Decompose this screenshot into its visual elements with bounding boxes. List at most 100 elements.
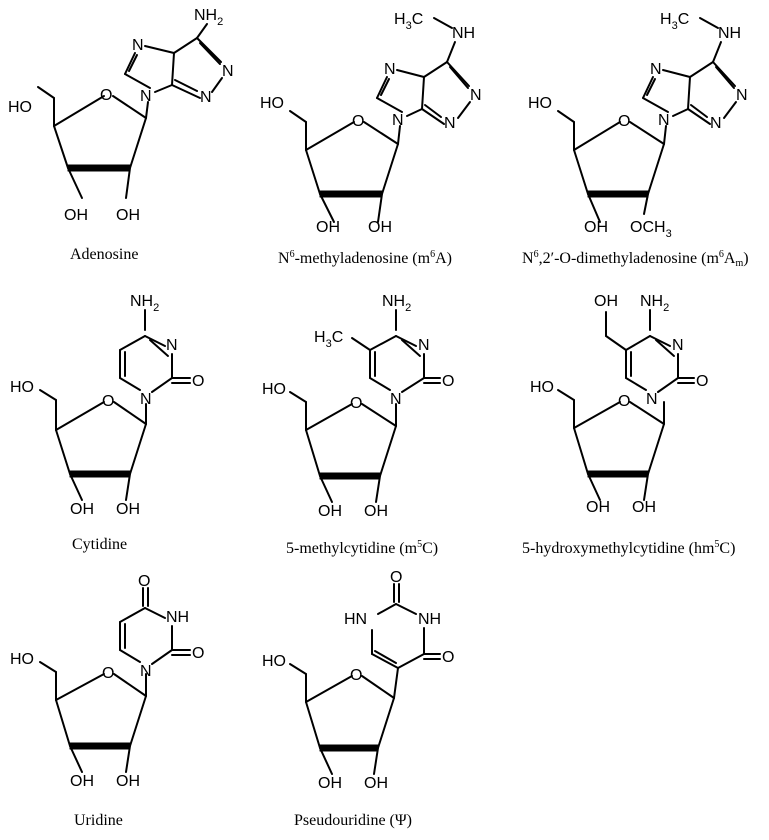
c3-oh-bond (319, 747, 333, 775)
n3-label: N (710, 115, 722, 132)
oh3-label: OH (70, 501, 94, 518)
ho5-label: HO (528, 95, 552, 112)
cytidine-label: Cytidine (72, 536, 127, 554)
caption-part: C) (422, 540, 439, 557)
carbonyl4-label: O (442, 649, 454, 666)
caption-part: N (522, 250, 534, 267)
amine-label: NH2 (130, 293, 159, 314)
bond (154, 84, 173, 93)
ribose-bond (647, 423, 665, 475)
bond (699, 17, 719, 29)
ho5-label: HO (262, 653, 286, 670)
oh3-label: OH (586, 499, 610, 516)
bond (649, 335, 671, 347)
bond (421, 76, 425, 110)
c2-och3-bond (643, 193, 649, 215)
bond (119, 335, 146, 351)
amine-label: NH (718, 25, 741, 42)
hn1-label: HN (344, 611, 367, 628)
caption-part: ,2′-O-dimethyladenosine (m (538, 250, 719, 267)
ring-oxygen-label: O (352, 113, 364, 130)
bond (196, 23, 208, 39)
bond (423, 61, 448, 78)
bond (690, 104, 708, 118)
bond (689, 61, 714, 78)
bond (173, 37, 198, 54)
bond (380, 78, 390, 96)
amine-label: NH2 (194, 7, 223, 28)
ribose-bond (55, 699, 71, 747)
c3-oh-bond (67, 167, 83, 199)
c2-oh-bond (125, 745, 131, 773)
ribose-bond (381, 143, 399, 195)
bond (376, 76, 388, 99)
ho5-label: HO (8, 99, 32, 116)
ho5-label: HO (260, 95, 284, 112)
bond (119, 649, 141, 663)
ring-oxygen-label: O (102, 665, 114, 682)
ribose-bond (113, 673, 147, 697)
glycosidic-bond (663, 125, 667, 145)
ring-oxygen-label: O (618, 113, 630, 130)
oh2-label: OH (364, 503, 388, 520)
m6a-label: N6-methyladenosine (m6A) (278, 246, 452, 268)
bond (712, 61, 736, 87)
caption-part: Cytidine (72, 536, 128, 553)
amine-label: NH (452, 25, 475, 42)
n9-label: N (392, 112, 404, 129)
n1-label: N (140, 663, 152, 680)
n3-label: N (444, 115, 456, 132)
carbonyl4-label: O (138, 573, 150, 590)
caption-part: ) (743, 250, 749, 267)
och3-label: OCH3 (630, 219, 672, 240)
bond (672, 108, 689, 117)
bond (401, 377, 425, 393)
ring-oxygen-label: O (618, 393, 630, 410)
caption-part: 6 (718, 249, 724, 260)
n1-label: N (140, 391, 152, 408)
c5-oh-bond (37, 86, 55, 99)
n9-label: N (658, 112, 670, 129)
caption-part: A (723, 250, 736, 267)
ho5-label: HO (10, 651, 34, 668)
bond (369, 335, 397, 351)
bond (446, 41, 456, 63)
ribose-bond (361, 403, 397, 427)
c5-oh-bond (289, 110, 307, 123)
ribose-bond (55, 429, 71, 475)
n1-label: N (470, 87, 482, 104)
oh2-label: OH (632, 499, 656, 516)
bond (395, 335, 417, 347)
ribose-bond (647, 143, 665, 195)
bond (687, 108, 711, 125)
n1-label: N (736, 87, 748, 104)
ribose-bond (129, 695, 147, 747)
ribose-bond (55, 673, 105, 701)
bond (406, 108, 423, 117)
ribose-bond (55, 401, 105, 431)
c3-oh-bond (69, 745, 83, 773)
oh3-label: OH (64, 207, 88, 224)
ribose-bond (573, 121, 621, 151)
glycosidic-bond (145, 101, 149, 119)
bond (646, 78, 656, 96)
bond (119, 377, 141, 391)
bond (124, 73, 151, 89)
adenosine-label: Adenosine (70, 246, 138, 264)
oh2-label: OH (116, 207, 140, 224)
c5-oh-bond (289, 663, 307, 675)
ribose-bond (379, 425, 397, 477)
caption-part: 6 (289, 249, 295, 260)
oh3-label: OH (318, 775, 342, 792)
bond (424, 104, 442, 118)
ribose-bond (305, 675, 353, 703)
bond (605, 335, 627, 351)
n9-label: N (140, 88, 152, 105)
n7-label: N (650, 61, 662, 78)
oh2-label: OH (116, 773, 140, 790)
bond (723, 101, 737, 119)
n3-label: N (200, 89, 212, 106)
bond (397, 653, 425, 669)
oh3-label: OH (316, 219, 340, 236)
